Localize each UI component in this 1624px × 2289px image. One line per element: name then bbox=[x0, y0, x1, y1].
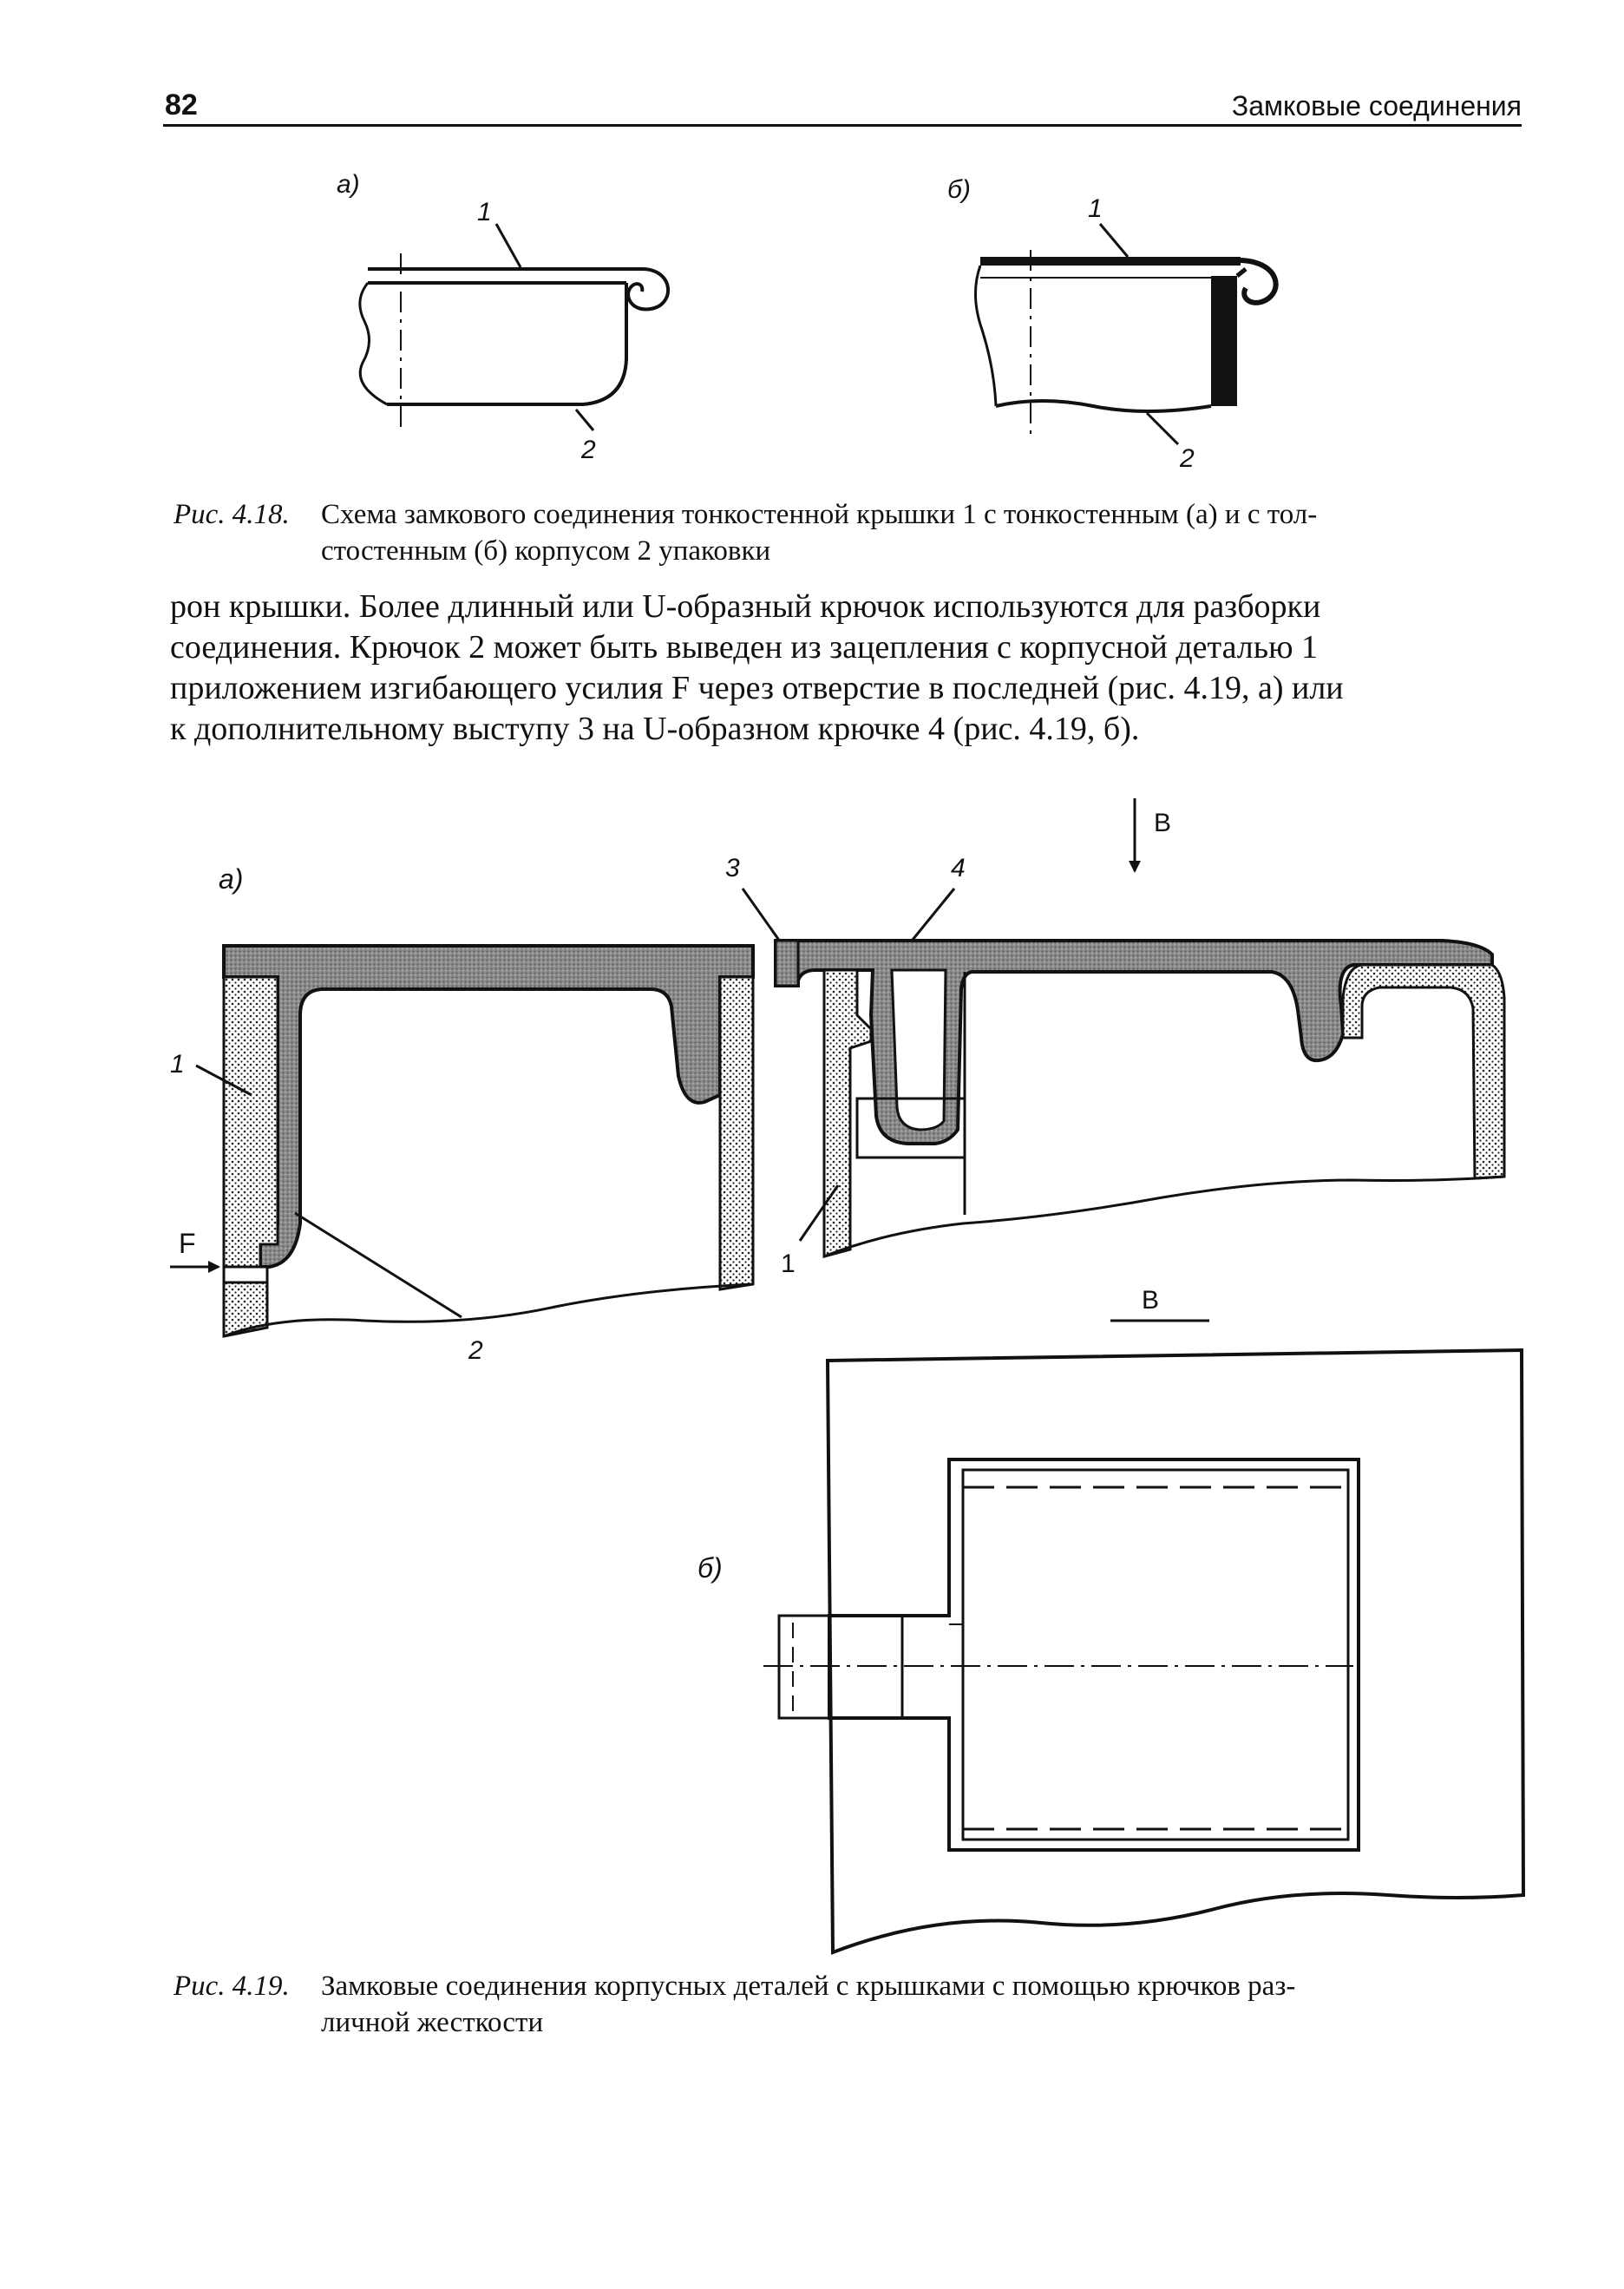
fig419-a-drawing: а) F 1 2 bbox=[170, 863, 755, 1365]
body-line-3: приложением изгибающего усилия F через о… bbox=[170, 670, 1344, 706]
fig419-b-section: В 3 4 1 bbox=[725, 798, 1506, 1278]
fig419-a-part-2: 2 bbox=[468, 1336, 483, 1365]
fig419-caption-label: Рис. 4.19. bbox=[174, 1971, 290, 2002]
body-paragraph: рон крышки. Более длинный или U-образный… bbox=[170, 587, 1525, 750]
body-line-2: соединения. Крючок 2 может быть выведен … bbox=[170, 629, 1318, 666]
fig419-view-title: В bbox=[1142, 1286, 1159, 1315]
fig419-label-a: а) bbox=[219, 863, 243, 895]
header-rule bbox=[163, 124, 1522, 127]
body-line-4: к дополнительному выступу 3 на U-образно… bbox=[170, 711, 1140, 747]
running-header-title: Замковые соединения bbox=[1231, 90, 1522, 121]
body-line-1: рон крышки. Более длинный или U-образный… bbox=[170, 588, 1321, 625]
fig418-a-part-2: 2 bbox=[580, 436, 596, 464]
fig419-a-part-1: 1 bbox=[170, 1050, 185, 1079]
page-number: 82 bbox=[165, 89, 198, 121]
fig418-caption-label: Рис. 4.18. bbox=[174, 499, 290, 530]
fig419-b-part-1: 1 bbox=[781, 1249, 796, 1278]
fig418-b-part-1: 1 bbox=[1088, 194, 1103, 223]
fig419-b-part-3: 3 bbox=[725, 854, 740, 882]
fig418-a-drawing: а) 1 2 bbox=[337, 170, 671, 464]
fig419-caption: Рис. 4.19. Замковые соединения корпусных … bbox=[174, 1968, 1527, 2041]
fig419-b-view: В б) bbox=[697, 1286, 1526, 1955]
fig419-b-part-4: 4 bbox=[951, 854, 966, 882]
fig418-label-b: б) bbox=[947, 175, 971, 204]
fig418-label-a: а) bbox=[337, 170, 360, 199]
fig418-a-part-1: 1 bbox=[477, 198, 492, 226]
fig418-b-drawing: б) 1 2 bbox=[947, 175, 1279, 473]
fig419-label-b: б) bbox=[697, 1552, 723, 1584]
fig418-caption-line1: Схема замкового соединения тонкостенной … bbox=[321, 499, 1318, 530]
fig418-b-part-2: 2 bbox=[1179, 444, 1195, 473]
fig418-caption-line2: стостенным (б) корпусом 2 упаковки bbox=[321, 535, 771, 567]
fig419-force-label: F bbox=[179, 1228, 196, 1259]
fig418-caption: Рис. 4.18. Схема замкового соединения тон… bbox=[174, 496, 1527, 569]
fig419-view-arrow-label: В bbox=[1154, 809, 1171, 837]
fig419-caption-line2: личной жесткости bbox=[321, 2007, 544, 2038]
fig419-caption-line1: Замковые соединения корпусных деталей с … bbox=[321, 1971, 1296, 2002]
